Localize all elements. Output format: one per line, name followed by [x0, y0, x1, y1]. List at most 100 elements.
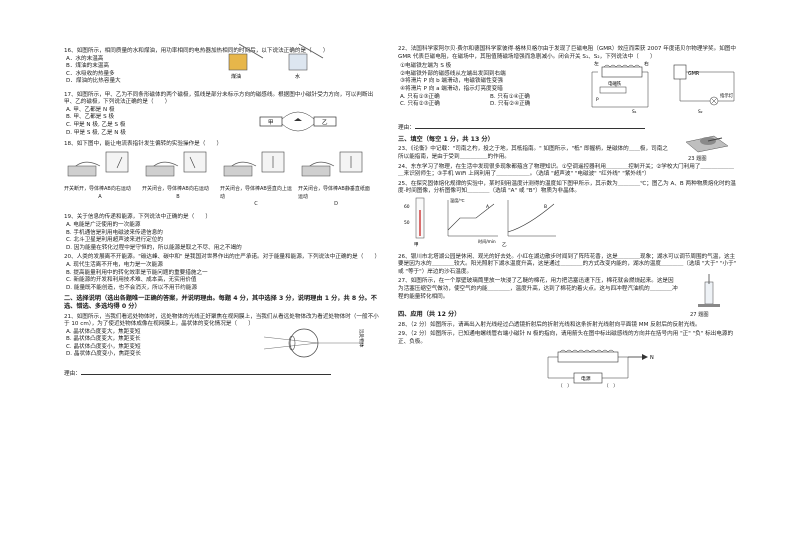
q18-caption-c: 开关闭合，导体棒AB竖直向上运动	[220, 185, 292, 200]
q27-stem: 27、如图所示，在一个厚壁玻璃筒里放一块浸了乙醚的棉花，用力把活塞迅速下压，棉花…	[398, 278, 678, 300]
q21-option-b: B. 晶状体凸度变大，焦距变长	[66, 336, 141, 343]
q17-label-jia: 甲	[268, 119, 274, 126]
question-18: 18、如下图中，能让电流表指针发生偏转的实验操作是（ ） 开关断开，导体棒AB向…	[64, 141, 384, 213]
q16-option-a: A．水的末温高	[66, 55, 104, 62]
q18-panel-b: 开关闭合，导体棒AB向右运动 B	[142, 148, 214, 201]
q27-fig-caption: 27 题图	[690, 312, 709, 319]
q18-apparatus-d	[301, 152, 363, 177]
q22-reason: 理由：	[398, 123, 738, 133]
question-23: 23、《论衡》中记载："司南之杓，投之于地，其柢指南。" 如图所示，"柢" 即握…	[398, 136, 738, 162]
q20-option-b: B. 提高能量利用中的转化效率是节能问题的重要措施之一	[66, 269, 208, 276]
q28-stem: 28、（2 分）如图所示，请画出入射光线经过凸透镜折射后的折射光线和这条折射光线…	[398, 321, 701, 328]
question-24: 24、东东学习了物理，在生活中发现很多现象都蕴含了物理知识。①空调遥控器利用＿＿…	[398, 164, 738, 179]
q22-stem: 22、法国科学家阿尔贝·费尔和德国科学家彼得·格林贝格尔由于发现了巨磁电阻（GM…	[398, 46, 736, 60]
q22-label-p: P	[596, 97, 599, 103]
q21-eye-figure: 远处物体	[264, 328, 365, 358]
q18-letter-b: B	[176, 193, 180, 200]
q21-option-a: A. 晶状体凸度变大，焦距变短	[66, 328, 141, 335]
q22-option-d: D. 只有②④正确	[490, 101, 531, 108]
question-25: 25、在探究固体熔化规律的实验中，某时刻用温度计测得的温度如下图甲所示，其示数为…	[398, 181, 738, 252]
q25-tick-50: 50	[404, 220, 410, 226]
q25-axis-time: 时间/min	[478, 238, 496, 245]
q22-reason-label: 理由：	[398, 125, 415, 132]
question-20: 20、人类的发展离不开能源。"碳达峰、碳中和" 是我国对世界作出的庄严承诺。对于…	[64, 254, 384, 292]
q16-option-d: D．煤油的比热容量大	[66, 78, 121, 85]
q21-reason-label: 理由：	[64, 370, 81, 377]
q21-option-d: D. 晶状体凸度变小，焦距变长	[66, 351, 141, 358]
q27-piston-figure	[698, 274, 720, 308]
q18-letter-a: A	[98, 193, 102, 200]
q17-label-yi: 乙	[322, 119, 328, 126]
q29-solenoid-figure: N 电源 （ ） （ ）	[547, 350, 654, 389]
q22-option-c: C. 只有②③正确	[400, 101, 440, 108]
q21-reason: 理由：	[64, 369, 384, 379]
q18-caption-b: 开关闭合，导体棒AB向右运动	[142, 185, 209, 192]
q17-magnet-figure: 甲 乙	[259, 111, 337, 132]
q18-caption-d: 开关闭合，导体棒AB静垂直纸面运动	[298, 185, 370, 200]
q19-option-d: D. 因为能量在转化过程中是守恒的，所以能源是取之不尽、用之不竭的	[66, 244, 242, 251]
q18-letter-d: D	[334, 201, 338, 208]
q29-label-n: N	[650, 355, 654, 361]
q19-option-b: B. 手机通信是利用电磁波来传递信息的	[66, 229, 163, 236]
q16-option-b: B．煤油的末温高	[66, 63, 109, 70]
question-19: 19、关于信息的传递和能源，下列说法中正确的是（ ） A. 电能是广泛使用的一次…	[64, 214, 384, 252]
q22-label-right: 右	[644, 60, 649, 67]
q19-stem: 19、关于信息的传递和能源，下列说法中正确的是（ ）	[64, 214, 211, 221]
q17-option-b: B. 甲、乙都是 S 极	[66, 114, 115, 121]
q22-label-s2: S₂	[698, 109, 703, 115]
q25-stem: 25、在探究固体熔化规律的实验中，某时刻用温度计测得的温度如下图甲所示，其示数为…	[398, 180, 736, 195]
q17-option-d: D. 甲是 S 极, 乙是 N 极	[66, 129, 126, 136]
left-column: 16、如图所示，相同质量的水和煤油，用功率相同的电热器加热相同的时间后，以下说法…	[64, 10, 384, 380]
q22-option-b: B. 只有①④正确	[490, 93, 530, 100]
question-21: 21、如图所示，当我们看远处物体时，远处物体的光线正好聚焦在视网膜上，当我们从看…	[64, 314, 384, 379]
q23-sinan-figure	[685, 136, 729, 153]
q22-label-gmr: GMR	[688, 71, 700, 77]
q25-figure: 60 50 甲 温度/℃ 时间/min A B 乙	[404, 197, 556, 248]
exam-paper: 16、如图所示，相同质量的水和煤油，用功率相同的电热器加热相同的时间后，以下说法…	[46, 10, 746, 540]
q18-caption-a: 开关断开，导体棒AB向右运动	[64, 185, 131, 192]
question-26: 26、银川市北塔湖公园是休闲、观光的好去处。小红在湖边散步时闻到了阵阵花香，这是…	[398, 254, 738, 277]
q25-tick-60: 60	[404, 204, 410, 210]
q16-option-c: C．水吸收的热量多	[66, 70, 115, 77]
q18-apparatus-b	[145, 152, 207, 177]
question-29: 29、（2 分）如图所示，已知通电螺线管右端小磁针 N 极的指向，请用箭头在图中…	[398, 331, 738, 392]
q18-panel-d: 开关闭合，导体棒AB静垂直纸面运动 D	[298, 148, 374, 208]
q18-apparatus-a	[67, 152, 129, 177]
q18-panels: 开关断开，导体棒AB向右运动 A 开关闭合，导体棒AB向右运动 B	[64, 148, 384, 212]
q16-options: A．水的末温高 B．煤油的末温高 C．水吸收的热量多 D．煤油的比热容量大	[64, 56, 121, 86]
q22-item-3: ③将滑片 P 向 b 端滑动，电磁铁磁性变强	[400, 78, 503, 85]
q25-axis-temp: 温度/℃	[450, 197, 465, 204]
q22-circuit-figure: 左 右 GMR 电磁铁 指示灯 S₁ S₂ P	[591, 60, 735, 115]
q22-option-a: A. 只有①③正确	[400, 93, 440, 100]
q18-letter-c: C	[254, 201, 258, 208]
q16-label-oil: 煤油	[231, 73, 241, 80]
q20-stem: 20、人类的发展离不开能源。"碳达峰、碳中和" 是我国对世界作出的庄严承诺。对于…	[64, 254, 381, 261]
q22-reason-line	[414, 123, 645, 130]
q18-panel-a: 开关断开，导体棒AB向右运动 A	[64, 148, 136, 201]
q26-stem: 26、银川市北塔湖公园是休闲、观光的好去处。小红在湖边散步时闻到了阵阵花香，这是…	[398, 253, 737, 275]
q18-stem: 18、如下图中，能让电流表指针发生偏转的实验操作是（ ）	[64, 140, 223, 147]
question-22: 22、法国科学家阿尔贝·费尔和德国科学家彼得·格林贝格尔由于发现了巨磁电阻（GM…	[398, 46, 738, 133]
section-4-title: 四、应用（共 12 分）	[398, 311, 461, 319]
q20-option-a: A. 现代生活离不开电，电力是一次能源	[66, 261, 163, 268]
q21-option-c: C. 晶状体凸度变小，焦距变短	[66, 343, 141, 350]
q23-stem: 23、《论衡》中记载："司南之杓，投之于地，其柢指南。" 如图所示，"柢" 即握…	[398, 146, 668, 160]
q16-label-water: 水	[295, 73, 300, 80]
q29-label-power: 电源	[581, 375, 591, 382]
q22-item-1: ①电磁铁左端为 S 极	[400, 63, 452, 70]
q18-panel-c: 开关闭合，导体棒AB竖直向上运动 C	[220, 148, 292, 208]
q19-option-c: C. 北斗卫星是利用超声波来进行定位的	[66, 237, 163, 244]
q17-option-a: A. 甲、乙都是 N 极	[66, 106, 115, 113]
q29-stem: 29、（2 分）如图所示，已知通电螺线管右端小磁针 N 极的指向，请用箭头在图中…	[398, 331, 734, 345]
q22-label-indicator: 指示灯	[720, 92, 734, 99]
section-3-title: 三、填空（每空 1 分，共 13 分）	[398, 135, 494, 143]
q16-heating-figure: 煤油 水	[228, 43, 324, 80]
q19-option-a: A. 电能是广泛使用的一次能源	[66, 221, 141, 228]
q21-stem: 21、如图所示，当我们看远处物体时，远处物体的光线正好聚焦在视网膜上，当我们从看…	[64, 313, 379, 328]
q20-option-d: D. 能量既不能创造，也不会消灭，所以不用节约能源	[66, 284, 197, 291]
q29-bracket-right: （ ）	[604, 383, 618, 388]
question-27: 27、如图所示，在一个厚壁玻璃筒里放一块浸了乙醚的棉花，用力把活塞迅速下压，棉花…	[398, 274, 738, 318]
q18-apparatus-c	[223, 152, 285, 177]
q17-stem: 17、如图所示，甲、乙为不同条形磁体的两个磁极，弧线是部分未标示方向的磁感线。根…	[64, 91, 374, 106]
question-17: 17、如图所示，甲、乙为不同条形磁体的两个磁极，弧线是部分未标示方向的磁感线。根…	[64, 92, 384, 139]
